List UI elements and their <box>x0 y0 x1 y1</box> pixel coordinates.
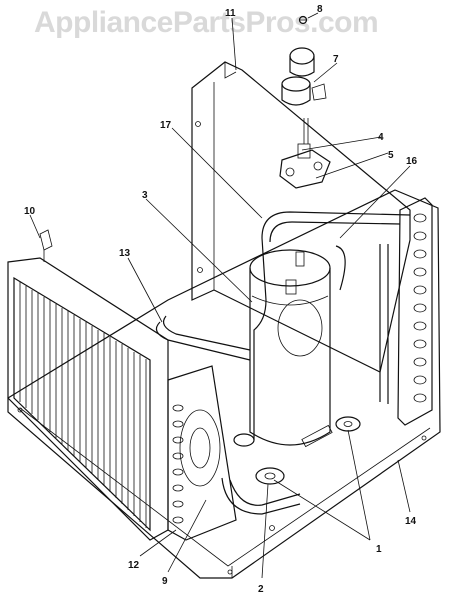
bulkhead-panel <box>191 61 411 373</box>
callout-12: 12 <box>128 560 140 571</box>
callout-7: 7 <box>333 54 339 65</box>
compressor <box>249 249 331 446</box>
callout-3: 3 <box>142 190 148 201</box>
callout-14: 14 <box>405 516 417 527</box>
callout-16: 16 <box>406 156 418 167</box>
screw <box>298 15 308 25</box>
callout-17: 17 <box>160 120 172 131</box>
capacitor <box>281 47 327 106</box>
callout-11: 11 <box>225 8 236 19</box>
valve-assembly <box>279 118 331 189</box>
right-coil <box>397 197 433 426</box>
callout-5: 5 <box>388 150 394 161</box>
callout-9: 9 <box>162 576 168 587</box>
condenser-coil <box>7 229 169 541</box>
grommets <box>233 416 361 485</box>
refrigerant-tubing <box>155 211 411 515</box>
base-pan <box>7 189 441 579</box>
callout-labels: 1 2 3 4 5 6 7 8 9 10 11 12 13 14 16 17 <box>24 4 418 595</box>
leader-lines <box>29 12 411 579</box>
callout-2: 2 <box>258 584 264 595</box>
callout-13: 13 <box>119 248 131 259</box>
callout-4: 4 <box>378 132 384 143</box>
fan-shroud <box>167 365 237 541</box>
callout-1: 1 <box>376 544 382 555</box>
watermark: AppliancePartsPros.com <box>34 6 379 39</box>
callout-8: 8 <box>317 4 323 15</box>
callout-10: 10 <box>24 206 36 217</box>
